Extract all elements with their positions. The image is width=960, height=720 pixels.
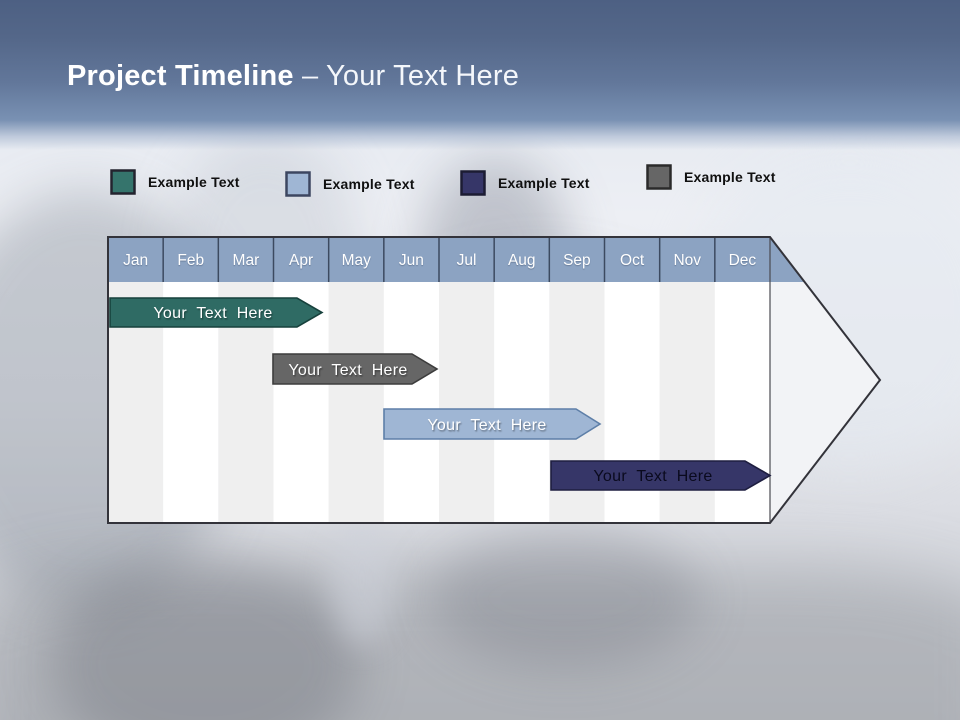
month-label: Mar: [233, 252, 260, 269]
month-label: Nov: [673, 252, 701, 269]
legend-item: Example Text: [285, 171, 415, 197]
month-label: Jun: [399, 252, 424, 269]
task-bar-4: [550, 460, 772, 491]
task-bar-3-label: Your Text Here: [427, 417, 546, 434]
month-labels: Jan Feb Mar Apr May Jun Jul Aug Sep Oct …: [123, 252, 756, 269]
slide-title-rest: – Your Text Here: [293, 60, 520, 92]
background-blob: [330, 515, 394, 645]
task-bar-1-label: Your Text Here: [153, 305, 272, 322]
timeline-arrow-outline: [107, 236, 882, 524]
legend-label: Example Text: [148, 174, 240, 190]
month-header-band: [108, 237, 805, 282]
month-label: Dec: [729, 252, 757, 269]
legend-swatch-teal: [110, 169, 136, 195]
month-label: Apr: [289, 252, 313, 269]
legend-swatch-lightblue: [285, 171, 311, 197]
month-header-dividers: [162, 237, 716, 282]
background-blob: [430, 528, 700, 668]
month-label: Jul: [457, 252, 477, 269]
task-bar-2-label: Your Text Here: [288, 362, 407, 379]
task-bars: Your Text Here Your Text Here Your Text …: [109, 297, 772, 491]
background-blob: [0, 565, 960, 720]
month-label: Aug: [508, 252, 536, 269]
legend-swatch-gray: [646, 164, 672, 190]
legend-label: Example Text: [684, 169, 776, 185]
timeline-svg: Jan Feb Mar Apr May Jun Jul Aug Sep Oct …: [107, 236, 882, 524]
timeline-chart: Jan Feb Mar Apr May Jun Jul Aug Sep Oct …: [100, 230, 890, 530]
month-label: Jan: [123, 252, 148, 269]
task-bar-3: [383, 408, 602, 440]
background-blob: [50, 560, 360, 720]
legend-swatch-navy: [460, 170, 486, 196]
legend-item: Example Text: [460, 170, 590, 196]
month-label: Feb: [177, 252, 204, 269]
task-bar-4-label: Your Text Here: [593, 468, 712, 485]
legend-item: Example Text: [110, 169, 240, 195]
legend-label: Example Text: [498, 175, 590, 191]
task-bar-2: [272, 353, 439, 385]
month-label: Oct: [620, 252, 645, 269]
legend-label: Example Text: [323, 176, 415, 192]
legend-item: Example Text: [646, 164, 776, 190]
month-label: Sep: [563, 252, 591, 269]
task-bar-1: [109, 297, 324, 328]
slide-title: Project Timeline – Your Text Here: [67, 60, 519, 93]
slide-title-bold: Project Timeline: [67, 60, 294, 92]
title-band: [0, 0, 960, 150]
month-label: May: [342, 252, 372, 269]
